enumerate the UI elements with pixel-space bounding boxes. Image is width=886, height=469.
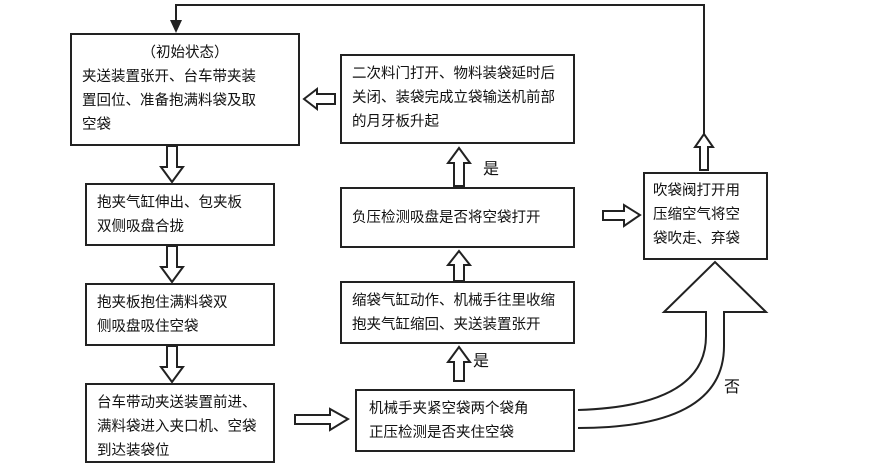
box-line: 抱夹板抱住满料袋双	[97, 295, 228, 311]
box-line: 抱夹气缸缩回、夹送装置张开	[352, 317, 541, 333]
box-clamp-hold: 抱夹板抱住满料袋双 侧吸盘吸住空袋	[85, 283, 275, 346]
box-line: 双侧吸盘合拢	[97, 219, 184, 235]
arrow-door-to-initial	[302, 86, 336, 112]
arrow-shrink-to-vacuum-check	[445, 249, 473, 282]
box-line: 台车带动夹送装置前进、	[97, 395, 257, 411]
box-initial-state: （初始状态） 夹送装置张开、台车带夹装 置回位、准备抱满料袋及取 空袋	[70, 33, 300, 146]
box-line: 抱夹气缸伸出、包夹板	[97, 195, 242, 211]
box-line: （初始状态）	[141, 45, 229, 61]
arrow-vacuum-check-to-blow	[602, 203, 642, 228]
arrow-clamp-hold-to-trolley	[159, 345, 185, 384]
label-yes-gripper: 是	[473, 351, 490, 370]
box-second-door-open: 二次料门打开、物料装袋延时后 关闭、装袋完成立袋输送机前部 的月牙板升起	[340, 54, 575, 144]
box-line: 负压检测吸盘是否将空袋打开	[352, 209, 541, 226]
box-line: 正压检测是否夹住空袋	[369, 425, 514, 441]
box-vacuum-check: 负压检测吸盘是否将空袋打开	[340, 187, 575, 248]
box-line: 满料袋进入夹口机、空袋	[97, 419, 257, 435]
box-line: 的月牙板升起	[352, 114, 439, 130]
box-line: 夹送装置张开、台车带夹装	[82, 69, 256, 85]
arrow-vacuum-check-to-door	[446, 146, 472, 187]
box-line: 侧吸盘吸住空袋	[97, 319, 199, 335]
box-line: 置回位、准备抱满料袋及取	[82, 93, 256, 109]
return-line	[175, 4, 705, 134]
arrow-clamp-extend-to-clamp-hold	[159, 245, 185, 284]
box-line: 关闭、装袋完成立袋输送机前部	[352, 90, 555, 106]
box-gripper-check: 机械手夹紧空袋两个袋角 正压检测是否夹住空袋	[355, 389, 575, 452]
box-line: 空袋	[82, 117, 111, 133]
arrow-gripper-check-to-shrink	[446, 345, 472, 382]
box-line: 二次料门打开、物料装袋延时后	[352, 66, 555, 82]
arrow-trolley-to-gripper-check	[294, 407, 350, 432]
box-shrink-cylinder: 缩袋气缸动作、机械手往里收缩 抱夹气缸缩回、夹送装置张开	[340, 281, 575, 344]
label-yes-vacuum: 是	[483, 159, 500, 178]
box-line: 吹袋阀打开用	[653, 183, 740, 199]
box-trolley-advance: 台车带动夹送装置前进、 满料袋进入夹口机、空袋 到达装袋位	[85, 383, 275, 463]
box-blow-valve: 吹袋阀打开用 压缩空气将空 袋吹走、弃袋	[643, 172, 768, 260]
arrow-blow-to-top	[693, 132, 715, 171]
arrow-no-big	[577, 260, 769, 429]
box-line: 机械手夹紧空袋两个袋角	[369, 401, 529, 417]
box-line: 到达装袋位	[97, 443, 170, 459]
arrow-initial-to-clamp-extend	[159, 145, 185, 184]
box-line: 压缩空气将空	[653, 207, 740, 223]
box-line: 缩袋气缸动作、机械手往里收缩	[352, 293, 555, 309]
box-line: 袋吹走、弃袋	[653, 231, 740, 247]
return-line-arrowhead	[170, 20, 182, 33]
label-no-gripper: 否	[724, 377, 741, 396]
box-clamp-extend: 抱夹气缸伸出、包夹板 双侧吸盘合拢	[85, 183, 275, 246]
